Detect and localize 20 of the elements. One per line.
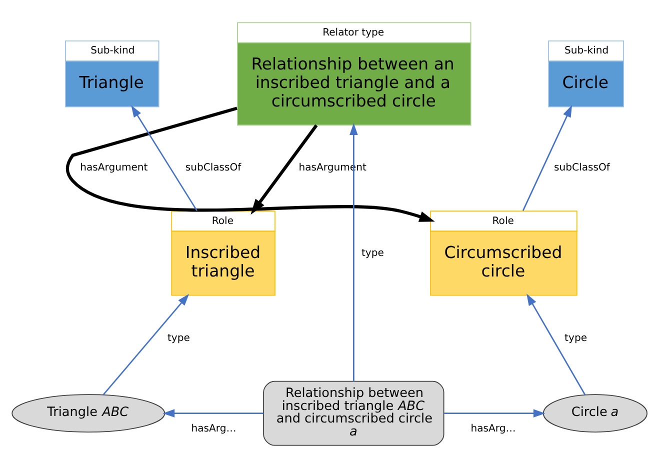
arrow — [250, 124, 318, 215]
edge-label: type — [564, 332, 588, 344]
node-ellipse: Triangle ABC — [12, 394, 166, 433]
edge-label: subClassOf — [185, 162, 242, 174]
arrow — [66, 106, 435, 222]
edge-label: type — [168, 332, 190, 344]
arrow — [444, 409, 546, 418]
arrow — [522, 105, 572, 211]
arrow — [162, 409, 264, 418]
edge-label: type — [361, 248, 384, 259]
arrow — [102, 294, 190, 396]
edge-label: hasArg… — [470, 423, 516, 434]
edge-label: subClassOf — [554, 162, 610, 174]
edge-label: hasArg… — [191, 423, 236, 434]
arrow — [526, 294, 586, 396]
node-box: Relationship between inscribed triangle ABC and circumscribed circle a — [263, 380, 444, 446]
edge-label: hasArgument — [80, 162, 148, 174]
arrow — [350, 123, 358, 382]
node-ellipse: Circle a — [542, 394, 648, 433]
arrow — [131, 105, 198, 212]
